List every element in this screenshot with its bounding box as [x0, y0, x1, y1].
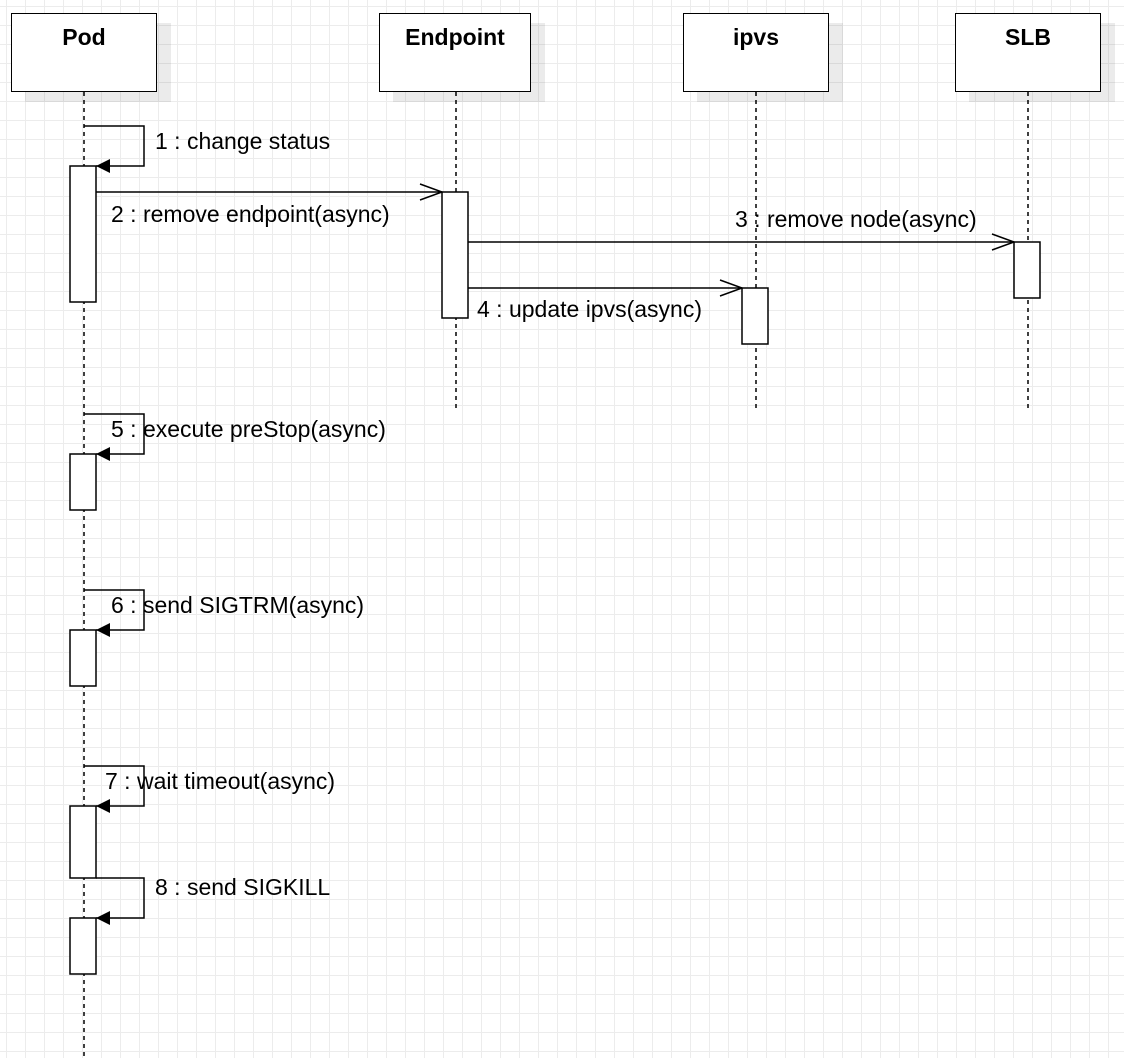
- message-8-arrow[interactable]: [96, 877, 145, 925]
- participant-endpoint[interactable]: Endpoint: [379, 13, 531, 92]
- message-7-arrow[interactable]: [84, 765, 145, 813]
- activation-pod-8[interactable]: [69, 917, 97, 975]
- activation-pod-6[interactable]: [69, 629, 97, 687]
- activation-endpoint[interactable]: [441, 191, 469, 319]
- message-4-label: 4 : update ipvs(async): [477, 296, 703, 322]
- activation-pod-7[interactable]: [69, 805, 97, 879]
- message-4-arrow[interactable]: [468, 279, 745, 297]
- message-3-arrow[interactable]: [468, 233, 1017, 251]
- message-3-label: 3 : remove node(async): [735, 206, 977, 232]
- message-5-arrow[interactable]: [84, 413, 145, 461]
- message-1-arrow[interactable]: [84, 125, 145, 173]
- message-5-label: 5 : execute preStop(async): [111, 416, 386, 442]
- message-6-label: 6 : send SIGTRM(async): [111, 592, 365, 618]
- activation-ipvs[interactable]: [741, 287, 769, 345]
- participant-ipvs[interactable]: ipvs: [683, 13, 829, 92]
- participant-slb[interactable]: SLB: [955, 13, 1101, 92]
- message-6-arrow[interactable]: [84, 589, 145, 637]
- activation-slb[interactable]: [1013, 241, 1041, 299]
- message-2-arrow[interactable]: [96, 183, 445, 201]
- message-2-label: 2 : remove endpoint(async): [111, 201, 390, 227]
- message-1-label: 1 : change status: [155, 128, 331, 154]
- activation-pod-1[interactable]: [69, 165, 97, 303]
- message-8-label: 8 : send SIGKILL: [155, 874, 331, 900]
- activation-pod-5[interactable]: [69, 453, 97, 511]
- participant-pod[interactable]: Pod: [11, 13, 157, 92]
- message-7-label: 7 : wait timeout(async): [105, 768, 336, 794]
